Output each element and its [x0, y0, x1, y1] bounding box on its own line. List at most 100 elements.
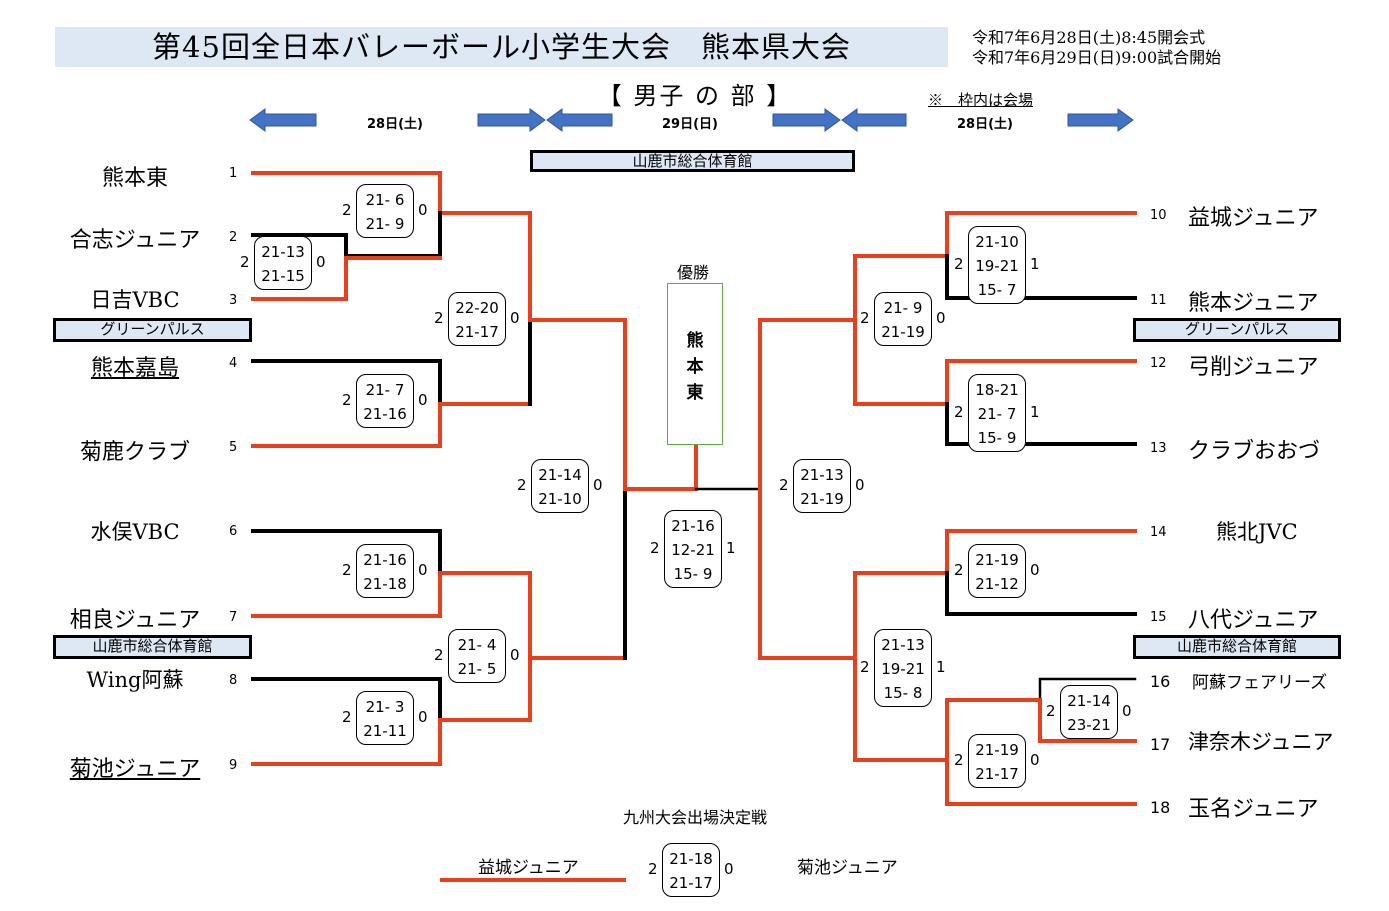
set-score: 21-18 — [669, 850, 713, 868]
team-name: 菊鹿クラブ — [79, 440, 190, 465]
team-seed: 15 — [1150, 610, 1167, 625]
score-box: 21-13 21-15 — [254, 236, 312, 290]
team-seed: 10 — [1150, 208, 1167, 223]
line-team1 — [251, 171, 442, 215]
team-name: 阿蘇フェアリーズ — [1192, 673, 1328, 693]
set-score: 21- 7 — [365, 381, 405, 399]
sets-won-left: 2 — [240, 253, 250, 271]
set-score: 15- 7 — [977, 281, 1017, 299]
sets-won-left: 2 — [954, 255, 964, 273]
day-label-right: 28日(土) — [957, 117, 1013, 132]
sets-won-right: 0 — [855, 476, 865, 494]
team-name: 熊北JVC — [1216, 520, 1298, 544]
line-final-left — [623, 445, 698, 491]
set-score: 21- 4 — [457, 636, 497, 654]
venue-note: ※ 枠内は会場 — [928, 91, 1034, 109]
sets-won-left: 2 — [342, 201, 352, 219]
sets-won-right: 0 — [1030, 561, 1040, 579]
sets-won-right: 0 — [510, 309, 520, 327]
set-score: 21-13 — [800, 466, 844, 484]
set-score: 21-16 — [363, 551, 407, 569]
team-name: 熊本嘉島 — [90, 356, 179, 381]
day-label-left: 28日(土) — [367, 117, 423, 132]
venue-left-green: グリーンパルス — [53, 318, 252, 342]
team-name: Wing阿蘇 — [86, 668, 184, 692]
line-team11 — [945, 254, 1137, 300]
set-score: 21-13 — [261, 243, 305, 261]
sets-won-right: 0 — [593, 476, 603, 494]
set-score: 21-17 — [975, 765, 1019, 783]
team-seed: 16 — [1150, 672, 1171, 691]
venue-right-green: グリーンパルス — [1133, 318, 1341, 342]
sets-won-right: 0 — [724, 860, 734, 878]
set-score: 21- 7 — [977, 405, 1017, 423]
set-score: 21-12 — [975, 575, 1019, 593]
team-seed: 7 — [229, 610, 238, 625]
sets-won-left: 2 — [860, 309, 870, 327]
line-team6 — [251, 529, 442, 575]
kyushu-title: 九州大会出場決定戦 — [622, 808, 767, 827]
day-label-center: 29日(日) — [662, 117, 718, 132]
line-team14 — [758, 489, 1137, 660]
sets-won-left: 2 — [1046, 702, 1056, 720]
set-score: 21-16 — [363, 405, 407, 423]
set-score: 21-14 — [1067, 692, 1111, 710]
date-line-1: 令和7年6月28日(土)8:45開会式 — [972, 28, 1206, 47]
sets-won-left: 2 — [517, 476, 527, 494]
set-score: 21-19 — [975, 741, 1019, 759]
sets-won-right: 1 — [1030, 255, 1040, 273]
line-team1-win — [438, 211, 532, 322]
champion-box — [667, 283, 723, 445]
arrow-right-2 — [772, 108, 841, 132]
page-title: 第45回全日本バレーボール小学生大会 熊本県大会 — [152, 30, 851, 64]
set-score: 21-14 — [538, 466, 582, 484]
sets-won-left: 2 — [434, 309, 444, 327]
line-team17 — [853, 656, 1137, 762]
set-score: 21-18 — [363, 575, 407, 593]
team-seed: 6 — [229, 524, 238, 539]
line-team2 — [251, 233, 348, 258]
sets-won-right: 0 — [418, 708, 428, 726]
set-score: 21-15 — [261, 267, 305, 285]
arrow-left-2 — [546, 108, 613, 132]
sets-won-right: 0 — [418, 561, 428, 579]
set-score: 21- 6 — [365, 191, 405, 209]
set-score: 21- 9 — [365, 215, 405, 233]
set-score: 21- 9 — [883, 299, 923, 317]
sets-won-right: 0 — [936, 309, 946, 327]
set-score: 21-10 — [975, 233, 1019, 251]
line-team5 — [251, 402, 532, 448]
date-line-2: 令和7年6月29日(日)9:00試合開始 — [972, 48, 1222, 67]
line-L1-win — [528, 318, 627, 491]
venue-top: 山鹿市総合体育館 — [530, 150, 855, 172]
line-team4 — [251, 359, 442, 406]
sets-won-right: 0 — [1122, 702, 1132, 720]
sets-won-right: 0 — [418, 391, 428, 409]
team-name: 熊本ジュニア — [1188, 291, 1319, 316]
score-box: 21-16 21-18 — [356, 544, 414, 598]
kyushu-team-right: 菊池ジュニア — [797, 858, 898, 878]
set-score: 18-21 — [975, 381, 1019, 399]
team-seed: 2 — [229, 230, 238, 245]
set-score: 21-17 — [455, 323, 499, 341]
set-score: 19-21 — [881, 660, 925, 678]
sets-won-left: 2 — [342, 391, 352, 409]
line-team15 — [945, 571, 1137, 616]
set-score: 21-10 — [538, 490, 582, 508]
set-score: 21-16 — [671, 517, 715, 535]
arrow-left-3 — [841, 108, 907, 132]
venue-left-yamaga: 山鹿市総合体育館 — [53, 635, 252, 659]
team-seed: 9 — [229, 758, 238, 773]
sets-won-right: 0 — [510, 646, 520, 664]
sets-won-right: 0 — [1030, 751, 1040, 769]
set-score: 21-13 — [881, 636, 925, 654]
line-team9 — [251, 656, 532, 766]
sets-won-left: 2 — [954, 561, 964, 579]
